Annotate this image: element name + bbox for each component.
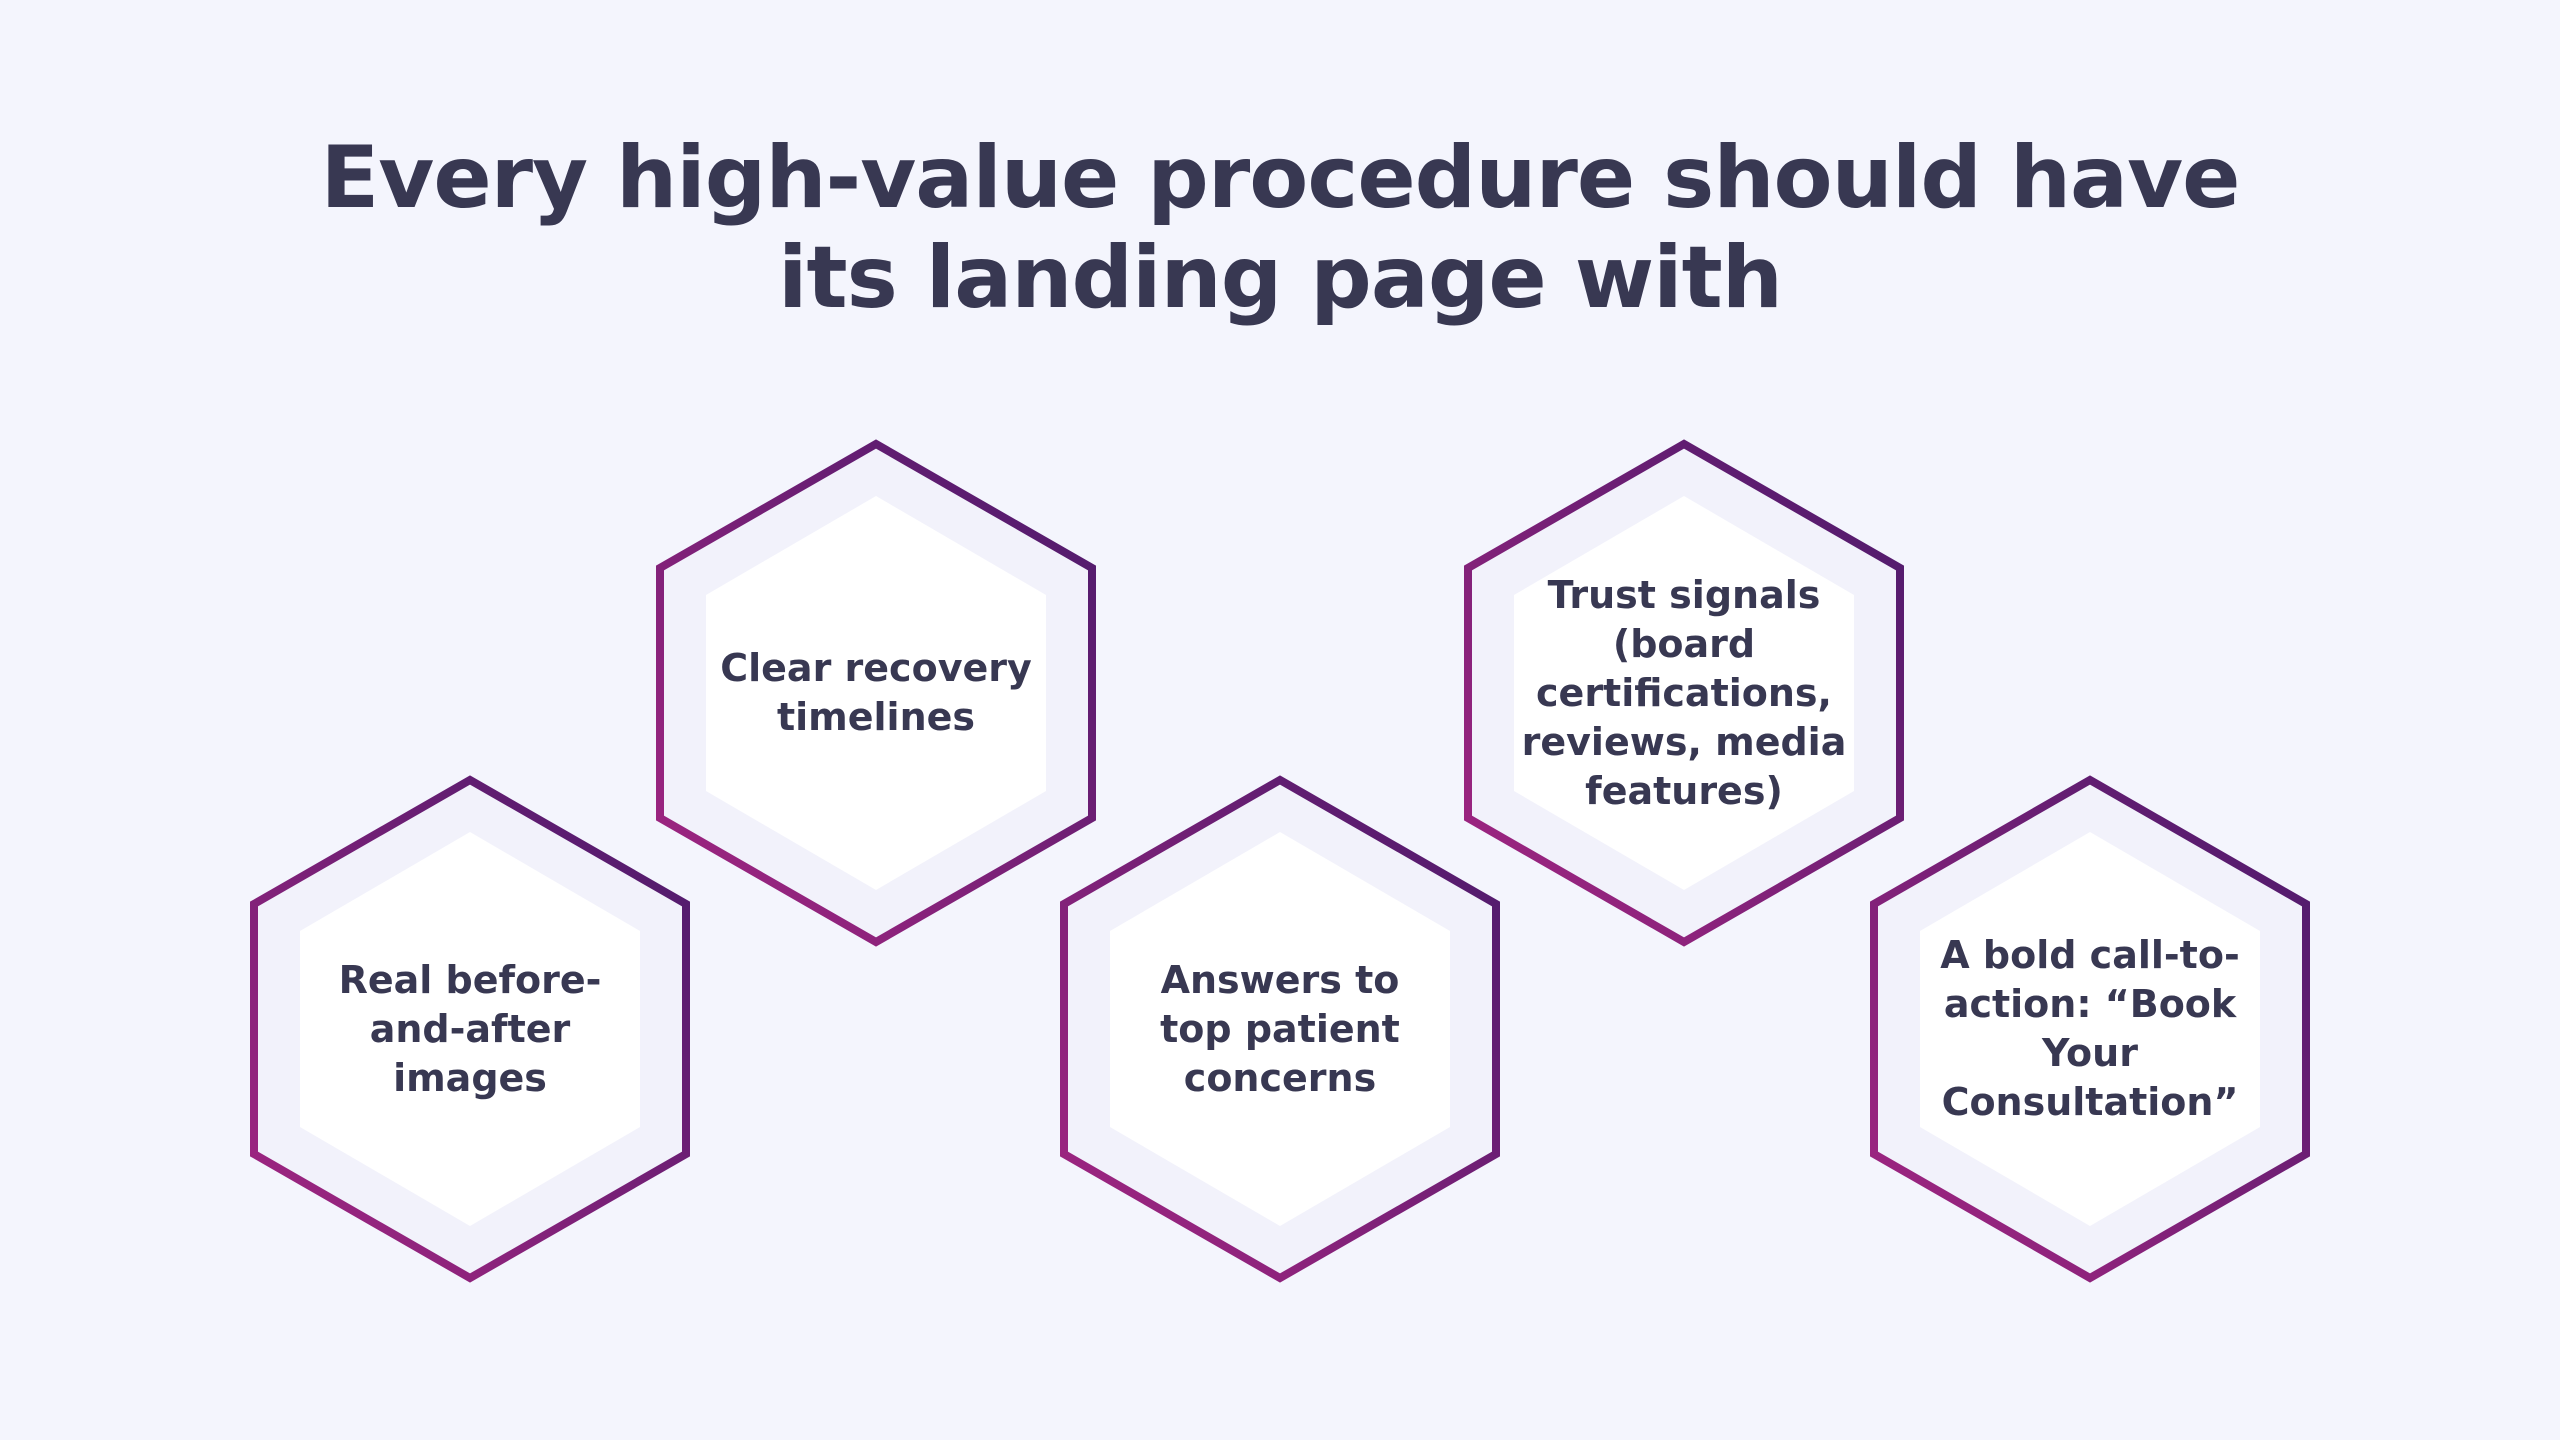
label-line: timelines <box>776 695 976 739</box>
hexagon-label: Clear recovery timelines <box>720 550 1032 836</box>
label-line: certifications, <box>1536 670 1832 715</box>
label-line: images <box>393 1055 547 1100</box>
label-line: Answers to <box>1160 957 1400 1002</box>
label-line: top patient <box>1160 1006 1400 1051</box>
hexagon-recovery-timelines: Clear recovery timelines <box>656 439 1096 947</box>
hexagon-label: A bold call-to- action: “Book Your Consu… <box>1940 886 2239 1172</box>
label-line: and-after <box>369 1006 571 1051</box>
label-line: (board <box>1612 621 1756 666</box>
hexagon-shape <box>250 775 690 1283</box>
hexagon-trust-signals: Trust signals (board certifications, rev… <box>1464 439 1904 947</box>
label-line: Trust signals <box>1547 572 1821 617</box>
title-line-1: Every high-value procedure should have <box>320 128 2241 228</box>
label-line: Clear recovery <box>720 646 1032 690</box>
hexagon-label: Real before- and-after images <box>330 886 610 1172</box>
label-line: A bold call-to- <box>1940 933 2240 977</box>
label-line: Consultation” <box>1941 1080 2239 1124</box>
hexagon-label: Trust signals (board certifications, rev… <box>1522 550 1847 836</box>
hexagon-shape <box>656 439 1096 947</box>
label-line: Your <box>2042 1031 2138 1075</box>
label-line: reviews, media <box>1521 719 1847 764</box>
hexagon-shape <box>1870 775 2310 1283</box>
hexagon-shape <box>1060 775 1500 1283</box>
label-line: action: “Book <box>1943 982 2237 1026</box>
label-line: concerns <box>1183 1055 1377 1100</box>
hexagon-patient-concerns: Answers to top patient concerns <box>1060 775 1500 1283</box>
hexagon-before-after-images: Real before- and-after images <box>250 775 690 1283</box>
page-title: Every high-value procedure should have i… <box>280 128 2280 328</box>
hexagon-call-to-action: A bold call-to- action: “Book Your Consu… <box>1870 775 2310 1283</box>
hexagon-label: Answers to top patient concerns <box>1140 886 1420 1172</box>
label-line: features) <box>1585 768 1783 813</box>
title-line-2: its landing page with <box>778 228 1783 328</box>
label-line: Real before- <box>338 957 602 1002</box>
hexagon-shape <box>1464 439 1904 947</box>
